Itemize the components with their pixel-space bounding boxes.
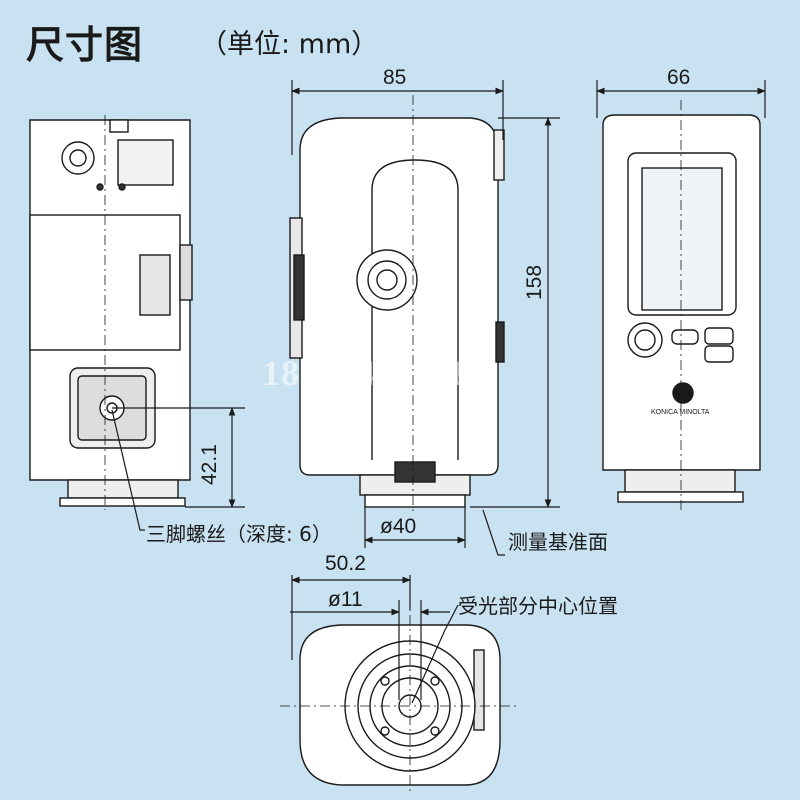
dim-height-158: 158 bbox=[523, 264, 546, 300]
dimension-lines bbox=[111, 80, 766, 704]
dim-width-66: 66 bbox=[667, 66, 691, 89]
dim-width-50-2: 50.2 bbox=[325, 552, 366, 575]
bottom-view bbox=[280, 575, 520, 795]
right-back-view bbox=[602, 100, 761, 510]
dim-width-85: 85 bbox=[383, 66, 407, 89]
unit-label: （单位: mm） bbox=[200, 29, 379, 60]
center-front-view bbox=[289, 95, 505, 515]
measurement-reference-plane-label: 测量基准面 bbox=[508, 530, 608, 554]
page-title: 尺寸图 bbox=[26, 23, 144, 67]
watermark-text: 18965426858 bbox=[262, 353, 471, 393]
dim-height-42-1: 42.1 bbox=[198, 444, 221, 485]
brand-logo: KONICA MINOLTA bbox=[651, 409, 710, 416]
dim-diameter-11: ø11 bbox=[328, 588, 363, 611]
tripod-screw-label: 三脚螺丝（深度: 6） bbox=[146, 522, 332, 546]
left-side-view bbox=[29, 115, 193, 510]
dim-diameter-40: ø40 bbox=[380, 515, 417, 538]
receptor-center-label: 受光部分中心位置 bbox=[458, 594, 618, 618]
